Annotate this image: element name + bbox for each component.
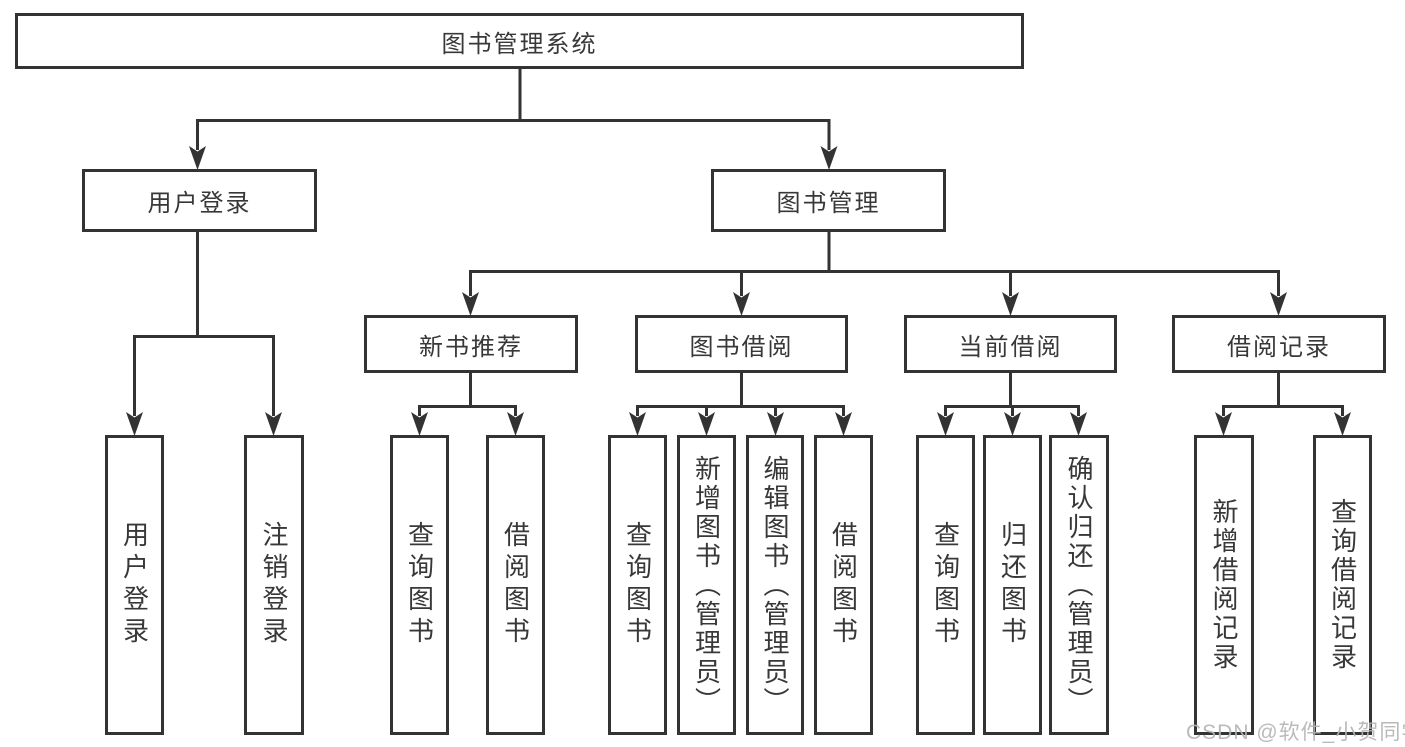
leaf-add-borrow-record: 新增借阅记录 — [1194, 435, 1254, 735]
arrowhead-leaf-edit-book — [767, 412, 784, 436]
connector-record-rail — [1222, 405, 1344, 416]
leaf-return-books: 归还图书 — [983, 435, 1042, 735]
leaf-add-book-admin-label: 新增图书（管理员） — [691, 454, 722, 716]
arrowhead-leaf-query-3 — [937, 412, 954, 436]
leaf-edit-book-admin: 编辑图书（管理员） — [746, 435, 804, 735]
arrowhead-leaf-borrowbk-1 — [507, 412, 524, 436]
node-borrow-records: 借阅记录 — [1172, 315, 1386, 373]
node-book-mgmt: 图书管理 — [711, 169, 946, 232]
arrowhead-leaf-add-record — [1215, 412, 1232, 436]
arrowhead-leaf-add-book — [698, 412, 715, 436]
leaf-return-books-label: 归还图书 — [997, 521, 1028, 649]
leaf-query-borrow-record-label: 查询借阅记录 — [1327, 498, 1358, 672]
arrowhead-leaf-query-record — [1334, 412, 1351, 436]
leaf-add-book-admin: 新增图书（管理员） — [677, 435, 736, 735]
node-user-login: 用户登录 — [82, 169, 317, 232]
arrowhead-l3-current — [1002, 292, 1019, 316]
node-book-borrow: 图书借阅 — [635, 315, 848, 373]
leaf-query-books-1: 查询图书 — [390, 435, 449, 735]
leaf-confirm-return-admin-label: 确认归还（管理员） — [1064, 454, 1094, 716]
node-borrow-records-label: 借阅记录 — [1227, 333, 1331, 361]
arrowhead-mgmt — [820, 146, 838, 170]
arrowhead-l3-newbook — [462, 292, 479, 316]
node-new-book-label: 新书推荐 — [419, 333, 523, 361]
node-current-borrow-label: 当前借阅 — [958, 333, 1063, 361]
node-current-borrow: 当前借阅 — [904, 315, 1117, 373]
leaf-user-login: 用户登录 — [105, 435, 164, 735]
leaf-query-books-2: 查询图书 — [608, 435, 667, 735]
arrowhead-leaf-logout — [265, 412, 282, 436]
connector-newbook-rail — [418, 405, 517, 416]
connector-login-rail — [133, 335, 275, 416]
node-user-login-label: 用户登录 — [147, 190, 252, 217]
connector-borrow-rail — [636, 405, 845, 416]
leaf-edit-book-admin-label: 编辑图书（管理员） — [760, 454, 790, 716]
arrowhead-leaf-borrowbk-2 — [835, 412, 852, 436]
node-root-label: 图书管理系统 — [441, 30, 598, 58]
arrowhead-leaf-confirm — [1070, 412, 1087, 436]
leaf-query-books-3-label: 查询图书 — [930, 521, 961, 649]
leaf-borrow-books-1: 借阅图书 — [486, 435, 545, 735]
leaf-query-borrow-record: 查询借阅记录 — [1313, 435, 1372, 735]
arrowhead-l3-borrow — [733, 292, 750, 316]
arrowhead-l3-record — [1270, 292, 1287, 316]
arrowhead-login — [189, 146, 206, 170]
leaf-add-borrow-record-label: 新增借阅记录 — [1209, 498, 1239, 672]
leaf-borrow-books-1-label: 借阅图书 — [500, 521, 531, 649]
arrowhead-leaf-query-1 — [411, 412, 428, 436]
connector-current-rail — [944, 405, 1080, 416]
leaf-borrow-books-2-label: 借阅图书 — [828, 521, 859, 649]
node-book-borrow-label: 图书借阅 — [689, 333, 794, 361]
leaf-logout-label: 注销登录 — [259, 521, 289, 649]
node-root: 图书管理系统 — [15, 13, 1024, 69]
node-new-book-recommend: 新书推荐 — [364, 315, 578, 373]
csdn-watermark: CSDN @软件_小贺同学 — [1186, 721, 1405, 744]
arrowhead-leaf-query-2 — [629, 412, 646, 436]
leaf-confirm-return-admin: 确认归还（管理员） — [1049, 435, 1109, 735]
leaf-borrow-books-2: 借阅图书 — [814, 435, 873, 735]
connector-mgmt-rail — [469, 270, 1280, 296]
leaf-query-books-3: 查询图书 — [916, 435, 975, 735]
arrowhead-leaf-return — [1004, 412, 1021, 436]
leaf-query-books-2-label: 查询图书 — [622, 521, 653, 649]
node-book-mgmt-label: 图书管理 — [776, 190, 881, 217]
leaf-logout: 注销登录 — [244, 435, 304, 735]
arrowhead-leaf-user-login — [126, 412, 143, 436]
leaf-user-login-label: 用户登录 — [119, 521, 150, 649]
leaf-query-books-1-label: 查询图书 — [404, 521, 435, 649]
connector-root-rail — [196, 119, 831, 150]
